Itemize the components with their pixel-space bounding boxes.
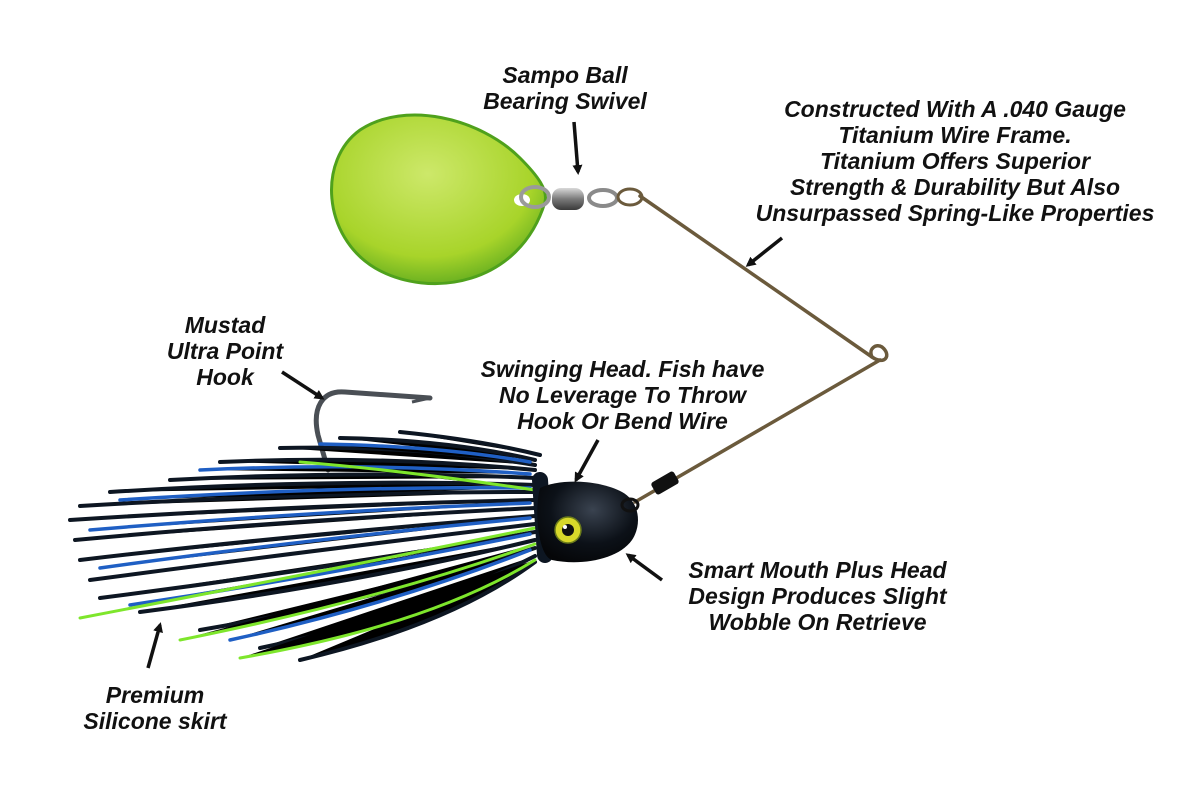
label-line: Titanium Wire Frame. bbox=[838, 122, 1072, 148]
bend bbox=[869, 344, 889, 363]
label-smart-mouth: Smart Mouth Plus Head Design Produces Sl… bbox=[660, 557, 975, 635]
skirt-green-strands bbox=[78, 460, 537, 660]
willow-blade bbox=[330, 113, 548, 286]
label-line: Wobble On Retrieve bbox=[708, 609, 927, 635]
label-line: Design Produces Slight bbox=[688, 583, 947, 609]
label-line: Ultra Point bbox=[166, 338, 284, 364]
label-line: Mustad bbox=[184, 312, 266, 338]
arrow-icon bbox=[146, 622, 163, 669]
wire-eye bbox=[616, 187, 644, 207]
swinging-head bbox=[537, 481, 640, 563]
swivel-body bbox=[552, 188, 584, 210]
ball-bearing-swivel bbox=[519, 185, 644, 210]
wire-sleeve bbox=[651, 471, 679, 495]
hook-barb bbox=[411, 396, 431, 404]
label-silicone-skirt: Premium Silicone skirt bbox=[45, 682, 265, 734]
label-line: Smart Mouth Plus Head bbox=[688, 557, 947, 583]
label-line: Unsurpassed Spring-Like Properties bbox=[755, 200, 1155, 226]
label-line: Hook bbox=[196, 364, 254, 390]
label-line: Silicone skirt bbox=[83, 708, 227, 734]
label-line: Premium bbox=[105, 682, 205, 708]
titanium-wire-frame bbox=[633, 194, 889, 504]
swivel-ring bbox=[587, 188, 619, 208]
upper-arm bbox=[638, 194, 874, 359]
label-wire-frame: Constructed With A .040 Gauge Titanium W… bbox=[720, 96, 1190, 226]
label-line: Hook Or Bend Wire bbox=[517, 408, 728, 434]
label-line: Titanium Offers Superior bbox=[819, 148, 1091, 174]
head-body bbox=[537, 481, 638, 563]
arrow-icon bbox=[745, 236, 784, 267]
label-line: Sampo Ball bbox=[502, 62, 628, 88]
blade-shape bbox=[330, 113, 548, 286]
silicone-skirt bbox=[68, 430, 553, 662]
label-mustad-hook: Mustad Ultra Point Hook bbox=[150, 312, 300, 390]
label-sampo-swivel: Sampo Ball Bearing Swivel bbox=[460, 62, 670, 114]
line-tie-eye bbox=[620, 497, 640, 513]
arrow-icon bbox=[281, 370, 325, 400]
label-line: No Leverage To Throw bbox=[498, 382, 747, 408]
arrow-icon bbox=[572, 121, 583, 175]
hook bbox=[313, 389, 433, 473]
label-swinging-head: Swinging Head. Fish have No Leverage To … bbox=[455, 356, 790, 434]
arrow-icon bbox=[625, 553, 664, 582]
callout-arrows bbox=[146, 121, 784, 669]
split-ring bbox=[519, 185, 551, 209]
head-eye-glint bbox=[563, 525, 567, 529]
label-line: Bearing Swivel bbox=[483, 88, 647, 114]
label-line: Strength & Durability But Also bbox=[789, 174, 1121, 200]
label-line: Constructed With A .040 Gauge bbox=[784, 96, 1126, 122]
arrow-icon bbox=[574, 439, 600, 483]
skirt-black-strands bbox=[68, 430, 542, 662]
label-line: Swinging Head. Fish have bbox=[480, 356, 765, 382]
